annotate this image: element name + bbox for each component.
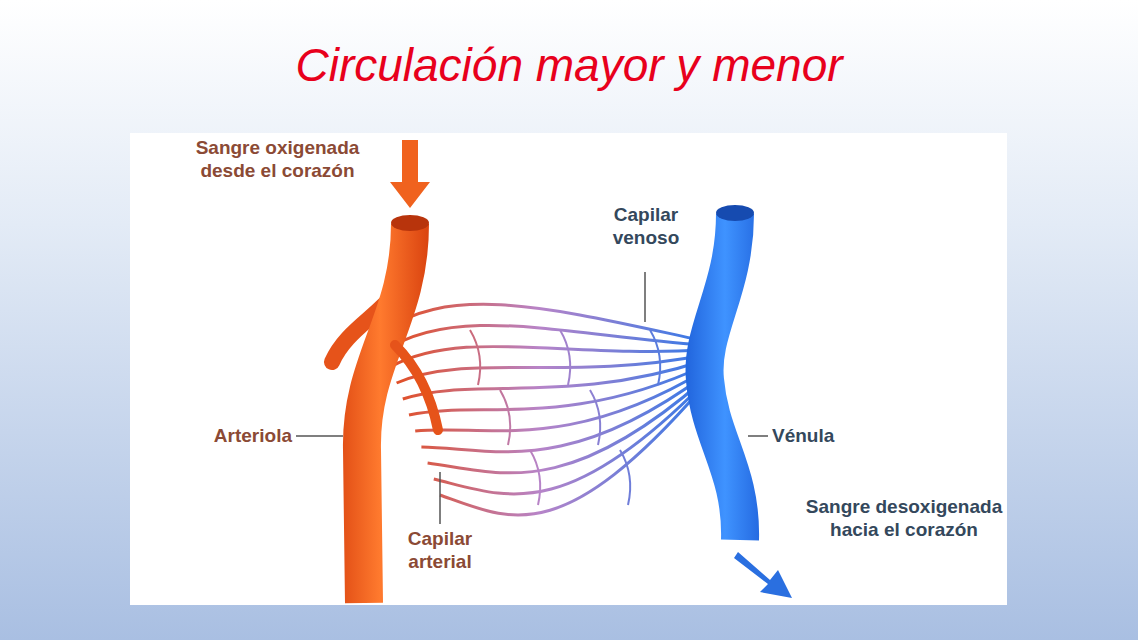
inflow-arrow	[390, 140, 430, 208]
capillary-vessel	[409, 365, 706, 415]
capillary-link	[560, 330, 570, 385]
slide-title: Circulación mayor y menor	[0, 38, 1138, 92]
outflow-label: Sangre desoxigenada hacia el corazón	[805, 495, 1003, 541]
capillary-link	[650, 330, 660, 385]
venule-label: Vénula	[772, 424, 872, 447]
capillary-vessel	[428, 380, 704, 473]
capillary-link	[500, 390, 510, 445]
arteriole	[362, 224, 410, 603]
arteriole-label: Arteriola	[180, 424, 292, 447]
capillary-label: Capilar venoso	[590, 203, 702, 249]
capillary-label: Capilar arterial	[384, 527, 496, 573]
capillary-vessel	[440, 390, 700, 515]
capillary-link	[470, 330, 480, 385]
venule	[705, 214, 741, 540]
inflow-label: Sangre oxigenada desde el corazón	[180, 136, 375, 182]
capillary-link	[590, 390, 600, 445]
capillary-vessel	[434, 385, 702, 494]
capillary-vessel	[390, 346, 703, 367]
outflow-arrow	[734, 552, 792, 598]
capillary-link	[530, 450, 540, 505]
capillary-link	[620, 450, 630, 505]
